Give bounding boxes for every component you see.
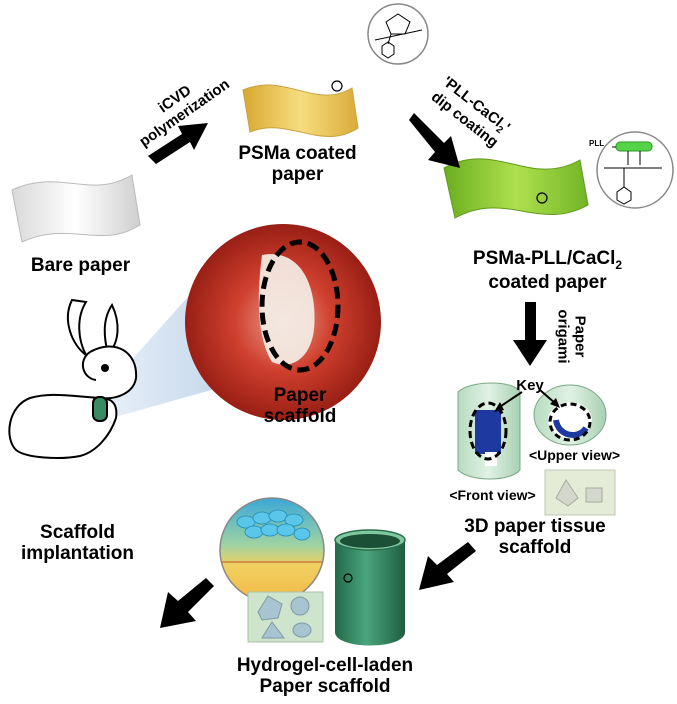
origami-label-line1: Paper: [571, 315, 589, 358]
hydrogel-label: Hydrogel-cell-laden Paper scaffold: [215, 655, 435, 698]
paper-scaffold-label-line2: scaffold: [263, 406, 337, 428]
pll-subscript: 2: [615, 257, 623, 272]
upper-view-label: <Upper view>: [528, 447, 621, 463]
rabbit-drawing: [8, 298, 138, 459]
paper-scaffold-label: Paper scaffold: [245, 385, 355, 428]
psma-zoom-marker: [331, 80, 343, 92]
origami-label-line2: origami: [555, 309, 572, 364]
hydrogel-label-line2: Paper scaffold: [259, 676, 391, 698]
pll-paper-sheet: [443, 158, 589, 219]
front-view-label: <Front view>: [449, 487, 536, 503]
psma-label-line2: paper: [271, 164, 324, 186]
psma-label: PSMa coated paper: [225, 143, 370, 186]
pll-zoom-marker: [536, 192, 548, 204]
rabbit-implant-site: [92, 396, 108, 422]
pll-paper-label-line1: PSMa-PLL/CaCl2: [440, 248, 655, 272]
cell-bubbles: [236, 509, 311, 541]
front-view-photo: [544, 469, 616, 516]
paper-scaffold-in-tissue: [258, 254, 315, 365]
origami-label: Paper origami: [555, 292, 589, 382]
bare-paper-sheet: [11, 174, 141, 243]
tissue-scaffold-label-line1: 3D paper tissue: [464, 516, 606, 537]
pll-paper-label: PSMa-PLL/CaCl2 coated paper: [440, 248, 655, 294]
arrow-icvd: [148, 123, 208, 164]
pll-text: PSMa-PLL/CaCl: [472, 248, 616, 269]
bare-paper-label: Bare paper: [30, 255, 131, 276]
hydrogel-label-line1: Hydrogel-cell-laden: [236, 655, 414, 676]
tissue-scaffold-front-view: [457, 382, 521, 480]
pll-tag: PLL: [589, 139, 605, 148]
pll-structure-inset: [596, 131, 674, 209]
implantation-label-line1: Scaffold: [40, 522, 115, 543]
scaffold-dashed-outline: [259, 239, 341, 373]
arrow-dip-coating: [409, 113, 460, 168]
paper-scaffold-label-line1: Paper: [273, 385, 327, 406]
implantation-label-line2: implantation: [21, 543, 134, 565]
arrow-origami: [513, 302, 547, 366]
psma-structure-drawing: [374, 13, 423, 59]
arrow-to-implantation: [160, 578, 214, 628]
implantation-label: Scaffold implantation: [10, 522, 145, 565]
pll-paper-label-line2: coated paper: [488, 272, 607, 294]
pll-structure-drawing: [604, 141, 662, 205]
tissue-scaffold-label-line2: scaffold: [498, 537, 572, 559]
hydrogel-photo: [247, 591, 324, 643]
key-label: Key: [516, 377, 544, 394]
key-arrow-front: [497, 391, 523, 409]
arrow-to-hydrogel: [419, 542, 476, 590]
teal-cylinder-scaffold: [334, 529, 406, 646]
psma-label-line1: PSMa coated: [238, 143, 357, 164]
psma-paper-sheet: [242, 84, 359, 137]
tissue-scaffold-label: 3D paper tissue scaffold: [435, 516, 635, 559]
